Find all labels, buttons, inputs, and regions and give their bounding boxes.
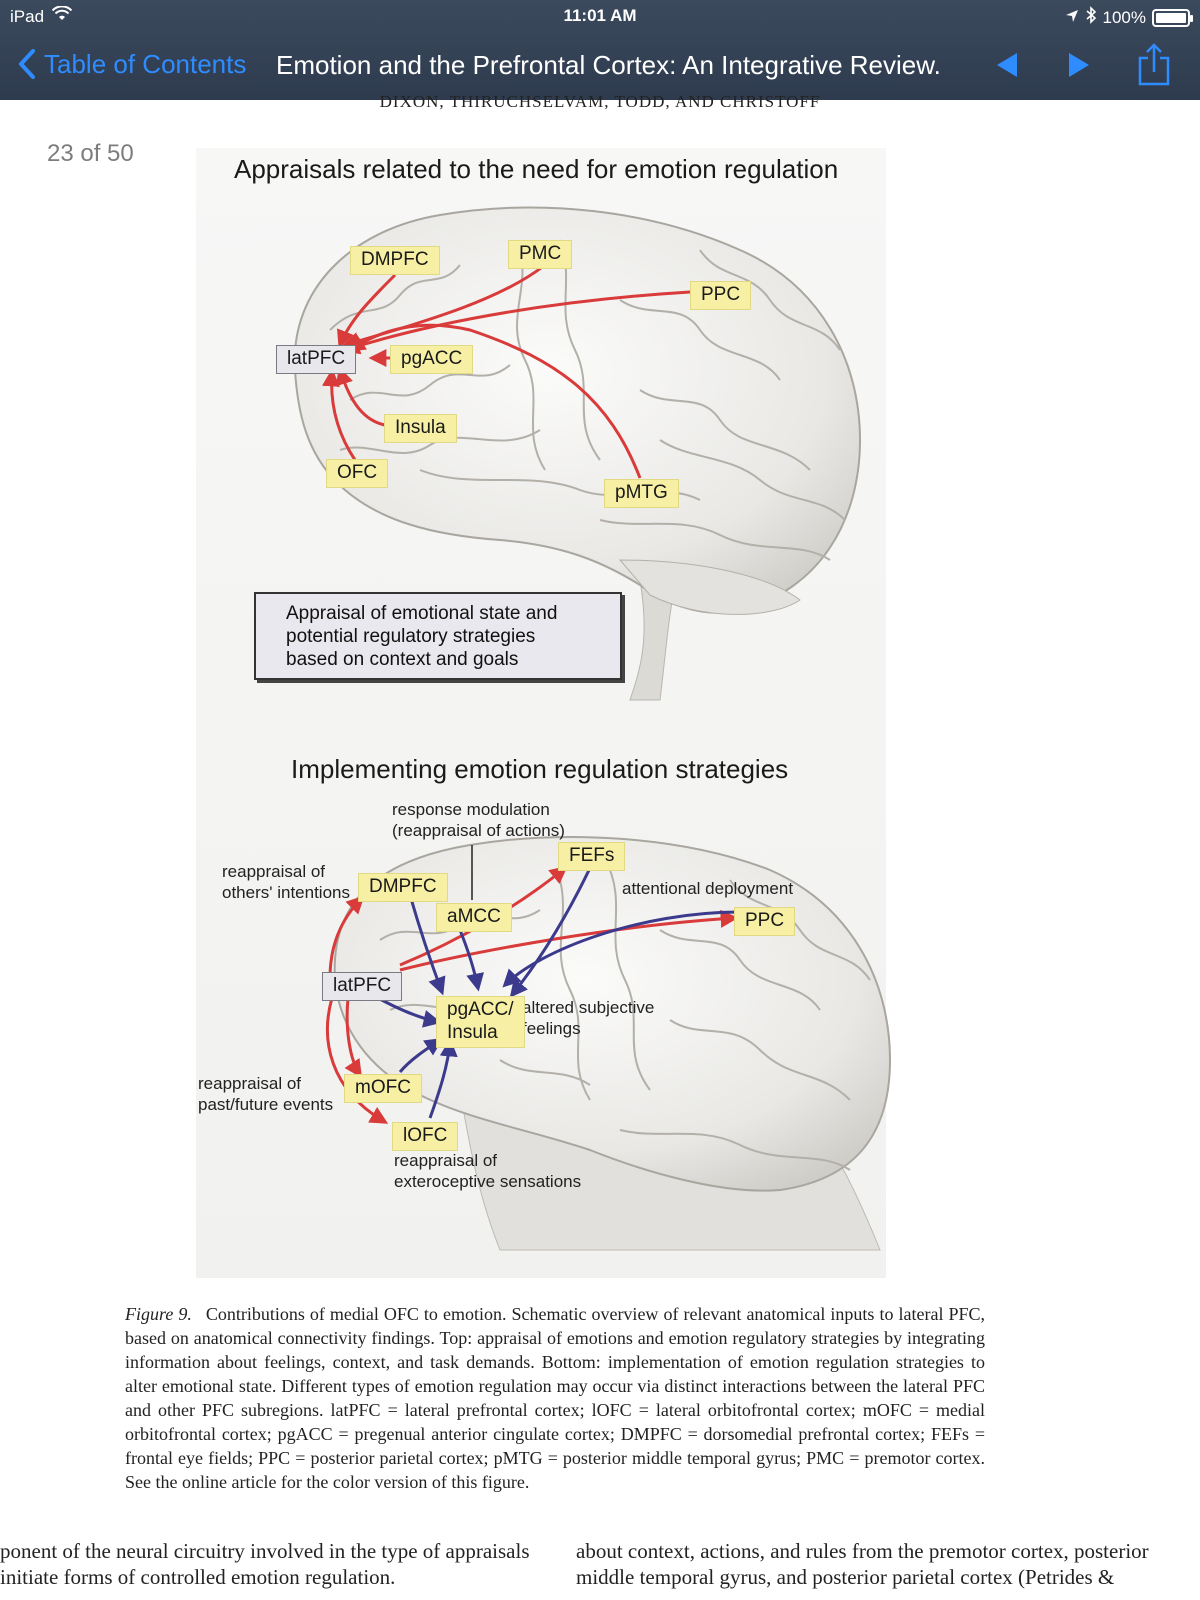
status-right: 100%: [1065, 6, 1193, 29]
arrow-dmpfc-to-pgacc: [408, 894, 446, 996]
arrow-insula-to-latpfc: [335, 366, 386, 427]
region-dmpfc-top: DMPFC: [350, 246, 440, 275]
document-title: Emotion and the Prefrontal Cortex: An In…: [276, 50, 941, 80]
back-button[interactable]: Table of Contents: [16, 48, 246, 80]
annotation-line: altered subjective: [522, 998, 655, 1017]
region-latpfc-top: latPFC: [276, 345, 357, 374]
appraisal-summary-box: Appraisal of emotional state and potenti…: [254, 592, 622, 680]
region-ppc-bottom: PPC: [734, 907, 796, 936]
arrow-latpfc-to-dmpfc: [328, 895, 365, 979]
annotation-attentional-deployment: attentional deployment: [622, 879, 794, 898]
arrow-pmtg-to-latpfc: [347, 323, 642, 479]
annotation-line: reappraisal of: [198, 1074, 302, 1093]
bottom-panel-title: Implementing emotion regulation strategi…: [291, 754, 789, 784]
annotation-line: reappraisal of: [394, 1151, 498, 1170]
body-text-right-column: about context, actions, and rules from t…: [576, 1538, 1176, 1600]
annotation-exteroceptive: reappraisal of exteroceptive sensations: [394, 1150, 581, 1193]
running-head: DIXON, THIRUCHSELVAM, TODD, AND CHRISTOF…: [379, 92, 821, 110]
figure-caption: Figure 9.Contributions of medial OFC to …: [125, 1302, 985, 1494]
arrow-lofc-to-pgacc: [428, 1038, 458, 1119]
location-arrow-icon: [1065, 8, 1079, 28]
arrow-latpfc-to-mofc: [344, 997, 362, 1078]
annotation-line: feelings: [522, 1019, 581, 1039]
wifi-icon: [51, 5, 73, 27]
back-button-label: Table of Contents: [44, 48, 247, 79]
annotation-line: response modulation: [392, 800, 550, 819]
arrow-latpfc-to-ppc: [399, 909, 739, 972]
body-text-line: initiate forms of controlled emotion reg…: [0, 1565, 396, 1589]
region-fefs: FEFs: [558, 842, 626, 871]
body-text-left-column: ponent of the neural circuitry involved …: [0, 1538, 560, 1600]
arrow-ppc-to-latpfc: [341, 290, 691, 355]
figure-label: Figure 9.: [125, 1304, 192, 1324]
annotation-past-future-events: reappraisal of past/future events: [198, 1073, 333, 1116]
page-counter: 23 of 50: [47, 140, 134, 167]
reader-toolbar: iPad 11:01 AM 100%: [0, 0, 1200, 100]
region-latpfc-bottom: latPFC: [322, 972, 403, 1001]
device-label: iPad: [10, 6, 45, 26]
battery-icon: [1152, 8, 1193, 27]
region-pmtg: pMTG: [604, 479, 679, 508]
region-pgacc: pgACC: [390, 345, 474, 374]
arrow-latpfc-to-lofc: [325, 997, 389, 1124]
arrow-amcc-to-pgacc: [458, 929, 484, 992]
arrow-latpfc-to-pgacc: [377, 996, 442, 1028]
annotation-response-modulation: response modulation (reappraisal of acti…: [392, 799, 565, 842]
share-icon[interactable]: [1137, 42, 1171, 86]
previous-page-arrow-icon[interactable]: [993, 50, 1023, 80]
annotation-altered-feelings: altered subjective feelings: [522, 997, 654, 1040]
next-page-arrow-icon[interactable]: [1063, 50, 1093, 80]
region-dmpfc-bottom: DMPFC: [358, 873, 448, 902]
annotation-line: (reappraisal of actions): [392, 821, 565, 841]
nav-bar: Table of Contents Emotion and the Prefro…: [0, 40, 1200, 92]
annotation-others-intentions: reappraisal of others' intentions: [222, 861, 350, 904]
body-text-line: about context, actions, and rules from t…: [576, 1539, 1149, 1563]
arrow-fefs-to-pgacc: [509, 867, 592, 998]
status-left: iPad: [10, 5, 73, 27]
arrow-ppc-to-pgacc: [502, 910, 741, 988]
region-label-line: Insula: [447, 1021, 498, 1043]
region-pgacc-insula: pgACC/ Insula: [436, 996, 525, 1048]
status-bar: iPad 11:01 AM 100%: [0, 0, 1200, 32]
region-ppc-top: PPC: [690, 281, 752, 310]
annotation-line: reappraisal of: [222, 862, 326, 881]
body-text-line: middle temporal gyrus, and posterior par…: [576, 1565, 1115, 1589]
figure-caption-text: Contributions of medial OFC to emotion. …: [125, 1304, 985, 1492]
battery-level: [1156, 12, 1186, 23]
region-ofc: OFC: [326, 459, 389, 488]
battery-percent: 100%: [1102, 7, 1146, 27]
top-panel-title: Appraisals related to the need for emoti…: [234, 154, 839, 184]
region-insula: Insula: [384, 414, 457, 443]
region-label-line: pgACC/: [447, 999, 514, 1020]
region-mofc: mOFC: [344, 1074, 422, 1103]
region-lofc: lOFC: [392, 1122, 459, 1151]
arrow-ofc-to-latpfc: [322, 368, 357, 461]
annotation-line: exteroceptive sensations: [394, 1172, 582, 1192]
bluetooth-icon: [1085, 6, 1097, 29]
bottom-arrows: [325, 865, 741, 1124]
body-text-line: ponent of the neural circuitry involved …: [0, 1539, 530, 1563]
region-pmc: PMC: [508, 240, 573, 269]
status-time: 11:01 AM: [563, 6, 637, 25]
annotation-line: past/future events: [198, 1095, 334, 1115]
top-arrows: [322, 263, 691, 479]
annotation-line: others' intentions: [222, 883, 350, 903]
region-amcc: aMCC: [436, 903, 512, 932]
chevron-left-icon: [19, 49, 35, 79]
